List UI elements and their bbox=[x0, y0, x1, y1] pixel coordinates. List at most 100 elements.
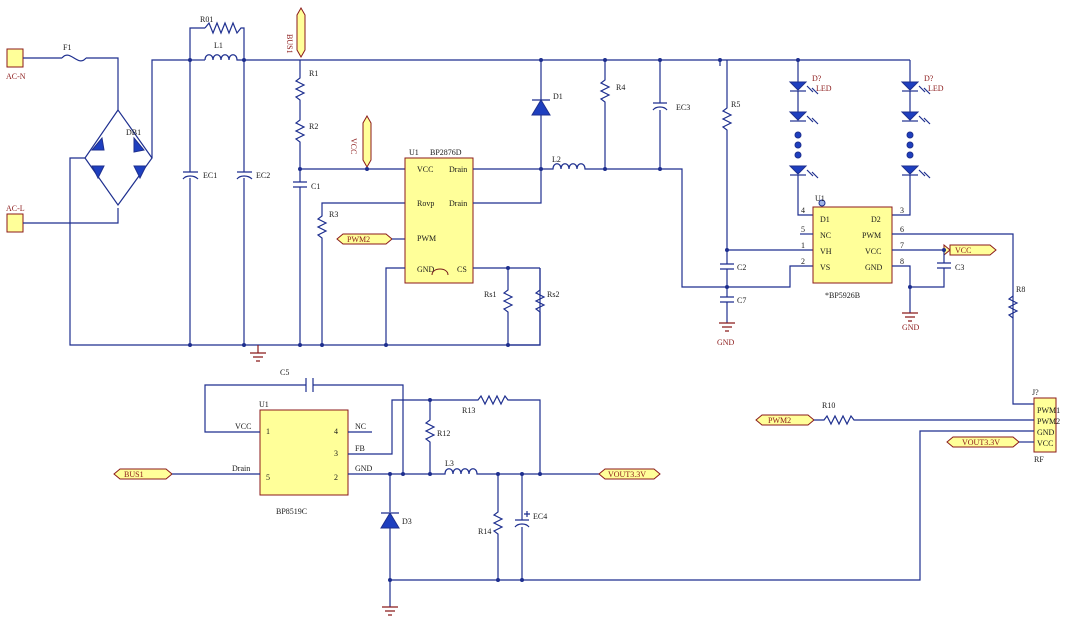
ic-bp2876d: U1 BP2876D VCC Drain Rovp Drain PWM GND … bbox=[404, 148, 474, 284]
ac-l-label: AC-L bbox=[6, 204, 25, 213]
c1-label: C1 bbox=[311, 182, 320, 191]
bp5926b-pin-nc: NC bbox=[820, 231, 831, 240]
rf-pin-gnd: GND bbox=[1037, 428, 1055, 437]
bp8519c-num-3: 3 bbox=[334, 449, 338, 458]
rf-connector-name: RF bbox=[1034, 455, 1044, 464]
l3-label: L3 bbox=[445, 459, 454, 468]
pwm2-net-port-right: PWM2 bbox=[755, 414, 815, 426]
c7-label: C7 bbox=[737, 296, 746, 305]
r12-label: R12 bbox=[437, 429, 450, 438]
bp2876d-pin-vcc: VCC bbox=[417, 165, 433, 174]
c5-label: C5 bbox=[280, 368, 289, 377]
rf-connector: J? RF PWM1 PWM2 GND VCC bbox=[1032, 388, 1060, 464]
gnd-c7-label: GND bbox=[717, 338, 735, 347]
bp5926b-pin-pwm: PWM bbox=[862, 231, 881, 240]
ground-symbol-c3: GND bbox=[902, 312, 920, 332]
vout-bottom-label: VOUT3.3V bbox=[608, 470, 646, 479]
bp8519c-pin-fb: FB bbox=[355, 444, 365, 453]
pwm2-left-label: PWM2 bbox=[347, 235, 370, 244]
bp5926b-pin-vs: VS bbox=[820, 263, 830, 272]
r10-label: R10 bbox=[822, 401, 835, 410]
ground-symbol bbox=[250, 345, 266, 362]
bus1-net-port-top: BUS1 bbox=[285, 6, 306, 59]
r01-label: R01 bbox=[200, 15, 213, 24]
bp2876d-pin-drain2: Drain bbox=[449, 199, 467, 208]
bp5926b-num-5: 5 bbox=[801, 225, 805, 234]
pwm2-right-label: PWM2 bbox=[768, 416, 791, 425]
bp5926b-pin-d1: D1 bbox=[820, 215, 830, 224]
r14-label: R14 bbox=[478, 527, 491, 536]
ic-bp5926b: U1 *BP5926B D1 D2 NC PWM VH VCC VS GND 4… bbox=[801, 194, 904, 300]
led-a-type: LED bbox=[816, 84, 832, 93]
r1-label: R1 bbox=[309, 69, 318, 78]
ground-symbol-c7: GND bbox=[717, 322, 735, 347]
diode-d3 bbox=[380, 512, 400, 529]
d1-label: D1 bbox=[553, 92, 563, 101]
r3-label: R3 bbox=[329, 210, 338, 219]
l2-label: L2 bbox=[552, 155, 561, 164]
bp2876d-pin-pwm: PWM bbox=[417, 234, 436, 243]
c3-label: C3 bbox=[955, 263, 964, 272]
pwm2-net-port-left: PWM2 bbox=[336, 233, 393, 245]
led-a-ref: D? bbox=[812, 74, 822, 83]
led-string-b bbox=[892, 60, 931, 216]
ac-n-connector: AC-N bbox=[6, 48, 26, 81]
led-string-a bbox=[788, 60, 819, 216]
ec2-label: EC2 bbox=[256, 171, 270, 180]
diode-d1 bbox=[531, 99, 551, 116]
bus1-bottom-label: BUS1 bbox=[124, 470, 144, 479]
bp2876d-pin-rovp: Rovp bbox=[417, 199, 434, 208]
d3-label: D3 bbox=[402, 517, 412, 526]
ec1-label: EC1 bbox=[203, 171, 217, 180]
bp5926b-name: *BP5926B bbox=[825, 291, 860, 300]
bp8519c-num-2: 2 bbox=[334, 473, 338, 482]
bp5926b-pin-vcc: VCC bbox=[865, 247, 881, 256]
bp5926b-num-8: 8 bbox=[900, 257, 904, 266]
l1-label: L1 bbox=[214, 41, 223, 50]
bp5926b-num-6: 6 bbox=[900, 225, 904, 234]
rf-pin-pwm1: PWM1 bbox=[1037, 406, 1060, 415]
bp5926b-pin-gnd: GND bbox=[865, 263, 883, 272]
bp8519c-pin-vcc: VCC bbox=[235, 422, 251, 431]
bp8519c-num-4: 4 bbox=[334, 427, 338, 436]
ac-n-label: AC-N bbox=[6, 72, 26, 81]
led-b-type: LED bbox=[928, 84, 944, 93]
bp5926b-pin-vh: VH bbox=[820, 247, 832, 256]
led-b-ref: D? bbox=[924, 74, 934, 83]
r5-label: R5 bbox=[731, 100, 740, 109]
fuse-f1 bbox=[61, 54, 87, 62]
bp5926b-pin-d2: D2 bbox=[871, 215, 881, 224]
bp8519c-name: BP8519C bbox=[276, 507, 307, 516]
vout-right-label: VOUT3.3V bbox=[962, 438, 1000, 447]
ec3-label: EC3 bbox=[676, 103, 690, 112]
bp5926b-ref: U1 bbox=[815, 194, 825, 203]
bp8519c-num-1: 1 bbox=[266, 427, 270, 436]
bp2876d-pin-cs: CS bbox=[457, 265, 467, 274]
rs1-label: Rs1 bbox=[484, 290, 496, 299]
db1-label: DB1 bbox=[126, 128, 141, 137]
rf-connector-ref: J? bbox=[1032, 388, 1039, 397]
ground-symbol-bottom bbox=[382, 606, 398, 616]
ec4-label: EC4 bbox=[533, 512, 547, 521]
r13-label: R13 bbox=[462, 406, 475, 415]
bus1-top-label: BUS1 bbox=[285, 34, 294, 54]
bp8519c-pin-nc: NC bbox=[355, 422, 366, 431]
f1-label: F1 bbox=[63, 43, 71, 52]
rf-pin-pwm2: PWM2 bbox=[1037, 417, 1060, 426]
bp2876d-pin-drain1: Drain bbox=[449, 165, 467, 174]
bp8519c-pin-gnd: GND bbox=[355, 464, 373, 473]
bridge-rectifier-db1 bbox=[84, 108, 153, 207]
bp2876d-pin-gnd: GND bbox=[417, 265, 435, 274]
bp5926b-num-2: 2 bbox=[801, 257, 805, 266]
bp2876d-ref: U1 bbox=[409, 148, 419, 157]
gnd-c3-label: GND bbox=[902, 323, 920, 332]
rf-pin-vcc: VCC bbox=[1037, 439, 1053, 448]
ac-l-connector: AC-L bbox=[6, 204, 25, 233]
bp5926b-num-3: 3 bbox=[900, 206, 904, 215]
bp8519c-ref: U1 bbox=[259, 400, 269, 409]
r8-label: R8 bbox=[1016, 285, 1025, 294]
bp8519c-num-5: 5 bbox=[266, 473, 270, 482]
bp2876d-name: BP2876D bbox=[430, 148, 462, 157]
c2-label: C2 bbox=[737, 263, 746, 272]
